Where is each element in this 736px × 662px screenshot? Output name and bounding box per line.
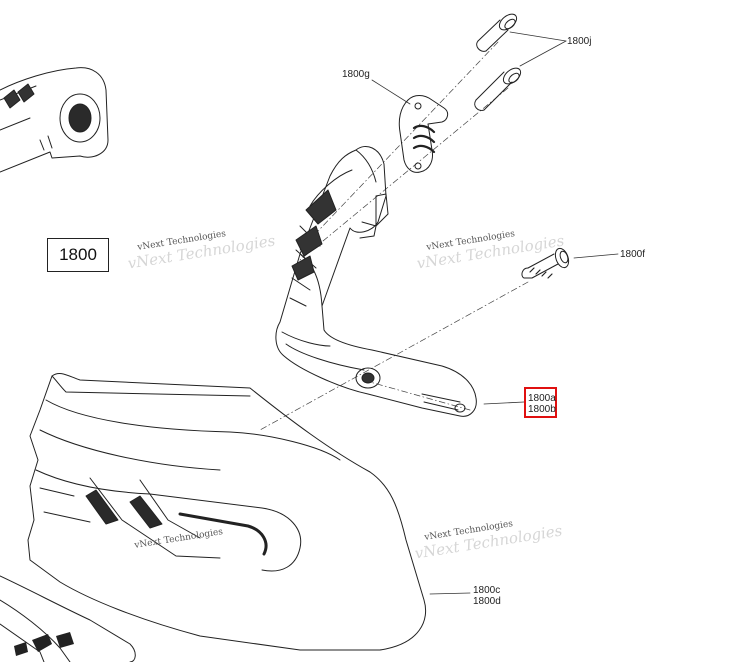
screw-top bbox=[476, 13, 518, 52]
assembly-axis-lines bbox=[259, 41, 529, 431]
callout-1800g[interactable]: 1800g bbox=[342, 69, 370, 80]
callout-1800f[interactable]: 1800f bbox=[620, 249, 646, 260]
handguard-shield bbox=[0, 373, 427, 662]
callout-1800b[interactable]: 1800b bbox=[528, 404, 556, 415]
callout-1800d[interactable]: 1800d bbox=[473, 596, 501, 607]
callout-1800c[interactable]: 1800c bbox=[473, 585, 501, 596]
highlighted-callout-1800a-1800b[interactable]: 1800a 1800b bbox=[524, 387, 557, 418]
callout-1800j[interactable]: 1800j bbox=[567, 36, 592, 47]
clamp-part bbox=[398, 95, 449, 173]
callout-1800a[interactable]: 1800a bbox=[528, 393, 556, 404]
diagram-id-box: 1800 bbox=[47, 238, 109, 272]
leader-lines bbox=[371, 31, 619, 595]
screw-bottom bbox=[474, 67, 522, 111]
screw-f bbox=[521, 247, 570, 279]
handguard-bracket bbox=[275, 146, 477, 417]
handlebar-mount bbox=[0, 67, 109, 173]
